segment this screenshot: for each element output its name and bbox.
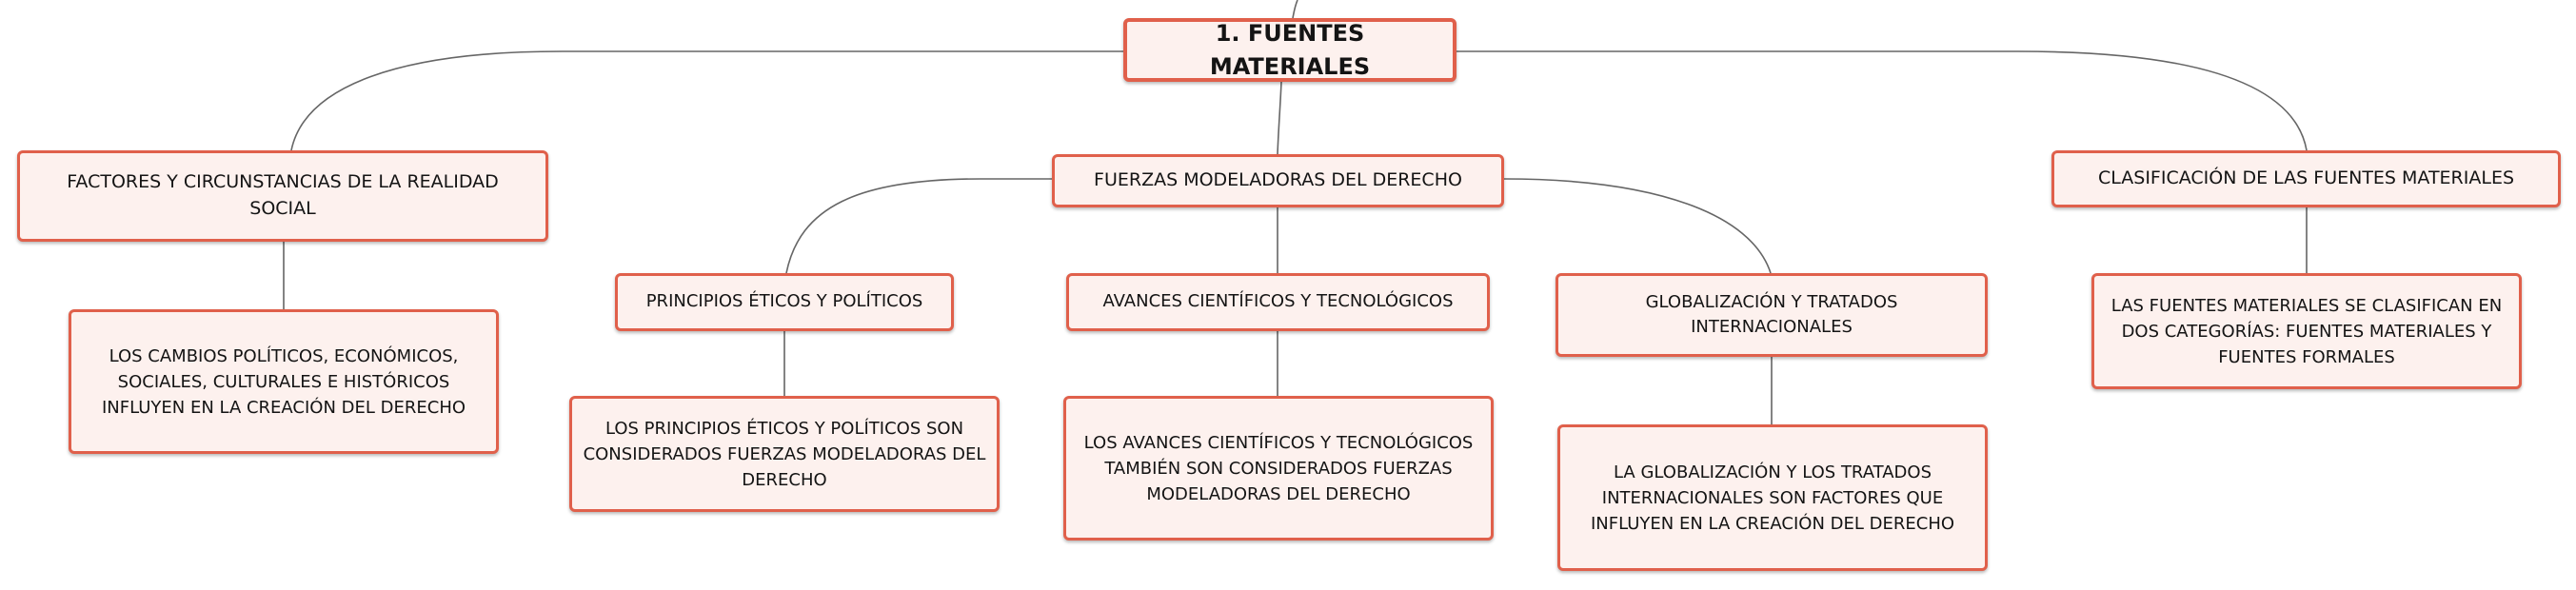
topic-factores-label: FACTORES Y CIRCUNSTANCIAS DE LA REALIDAD…	[67, 171, 499, 219]
topic-clasificacion-label: CLASIFICACIÓN DE LAS FUENTES MATERIALES	[2097, 167, 2515, 189]
topic-principios-label: PRINCIPIOS ÉTICOS Y POLÍTICOS	[645, 291, 923, 312]
topic-factores[interactable]: FACTORES Y CIRCUNSTANCIAS DE LA REALIDAD…	[17, 150, 548, 242]
detail-principios[interactable]: LOS PRINCIPIOS ÉTICOS Y POLÍTICOS SON CO…	[569, 396, 1000, 512]
topic-fuerzas[interactable]: FUERZAS MODELADORAS DEL DERECHO	[1052, 154, 1504, 207]
connector-fuerzas-to-globalizacion	[1503, 178, 1772, 274]
detail-avances-text: LOS AVANCES CIENTÍFICOS Y TECNOLÓGICOS T…	[1083, 432, 1474, 504]
topic-fuerzas-label: FUERZAS MODELADORAS DEL DERECHO	[1094, 169, 1462, 191]
detail-clasificacion-text: LAS FUENTES MATERIALES SE CLASIFICAN EN …	[2110, 295, 2503, 367]
detail-avances[interactable]: LOS AVANCES CIENTÍFICOS Y TECNOLÓGICOS T…	[1063, 396, 1494, 541]
topic-avances-label: AVANCES CIENTÍFICOS Y TECNOLÓGICOS	[1102, 291, 1454, 312]
topic-avances[interactable]: AVANCES CIENTÍFICOS Y TECNOLÓGICOS	[1066, 273, 1490, 331]
topic-clasificacion[interactable]: CLASIFICACIÓN DE LAS FUENTES MATERIALES	[2051, 150, 2561, 207]
topic-globalizacion-label: GLOBALIZACIÓN Y TRATADOS INTERNACIONALES	[1645, 291, 1898, 337]
detail-factores-text: LOS CAMBIOS POLÍTICOS, ECONÓMICOS, SOCIA…	[101, 345, 466, 418]
root-topic-label: 1. FUENTES MATERIALES	[1209, 19, 1371, 80]
topic-principios[interactable]: PRINCIPIOS ÉTICOS Y POLÍTICOS	[615, 273, 954, 331]
connector-fuerzas-to-principios	[785, 178, 1052, 274]
detail-globalizacion-text: LA GLOBALIZACIÓN Y LOS TRATADOS INTERNAC…	[1590, 462, 1955, 534]
detail-globalizacion[interactable]: LA GLOBALIZACIÓN Y LOS TRATADOS INTERNAC…	[1557, 424, 1988, 571]
connector-root-to-clasificacion	[1456, 50, 2308, 151]
detail-principios-text: LOS PRINCIPIOS ÉTICOS Y POLÍTICOS SON CO…	[583, 418, 986, 490]
root-topic[interactable]: 1. FUENTES MATERIALES	[1123, 18, 1456, 82]
topic-globalizacion[interactable]: GLOBALIZACIÓN Y TRATADOS INTERNACIONALES	[1556, 273, 1988, 357]
detail-factores[interactable]: LOS CAMBIOS POLÍTICOS, ECONÓMICOS, SOCIA…	[69, 309, 499, 454]
connector-from-top	[1292, 0, 1298, 19]
detail-clasificacion[interactable]: LAS FUENTES MATERIALES SE CLASIFICAN EN …	[2091, 273, 2522, 389]
connector-root-to-factores	[290, 50, 1123, 151]
connector-root-to-fuerzas	[1277, 81, 1282, 155]
